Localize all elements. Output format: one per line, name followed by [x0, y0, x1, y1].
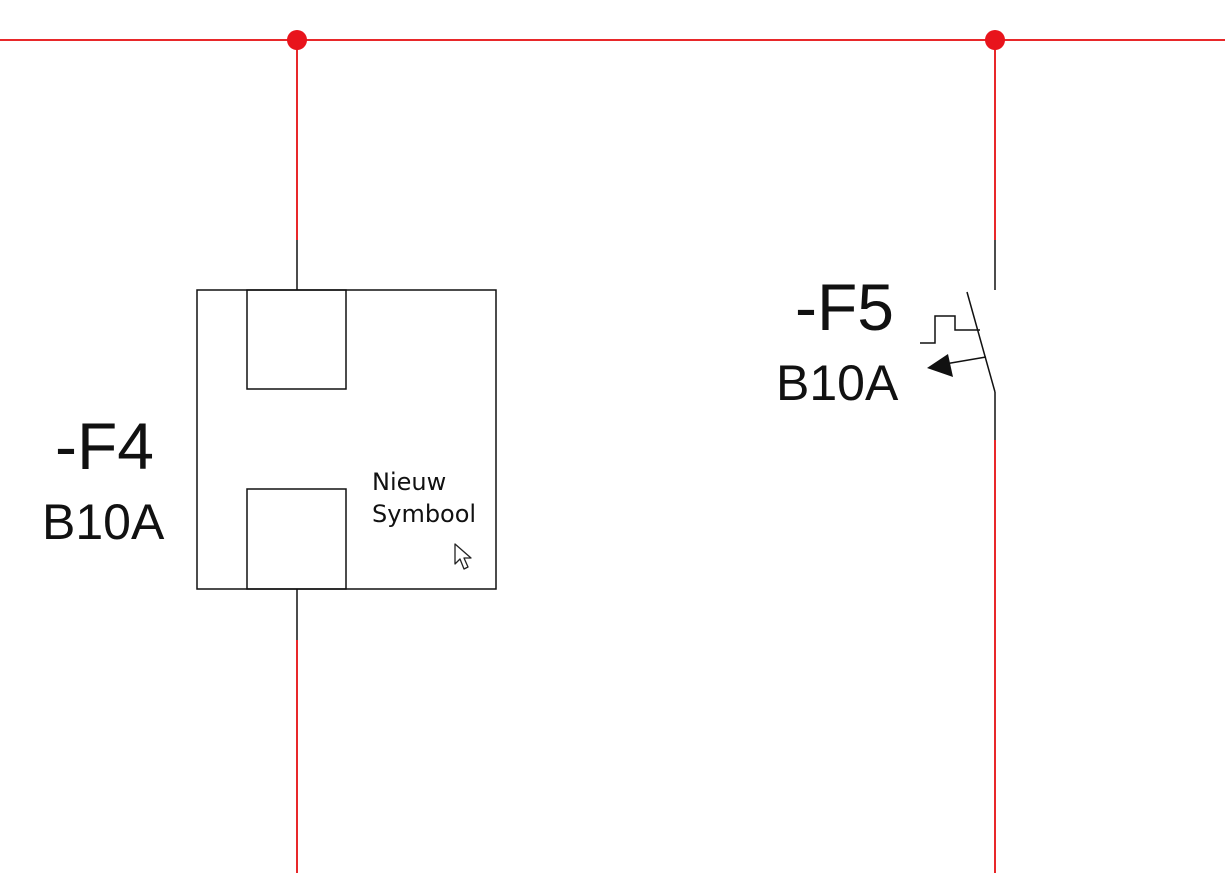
f4-rating-label: B10A: [42, 494, 165, 550]
f5-breaker-symbol[interactable]: [920, 240, 996, 440]
junction-dot-f5[interactable]: [985, 30, 1005, 50]
f5-tag-label: -F5: [795, 270, 894, 344]
f5-rating-label: B10A: [776, 355, 899, 411]
f5-magnetic-trip-line: [944, 356, 987, 365]
f5-switch-blade: [966, 291, 996, 393]
f4-symbol-caption-line1: Nieuw: [372, 468, 446, 496]
f4-bottom-pin-box: [246, 488, 347, 590]
f4-symbol-caption-line2: Symbool: [372, 500, 476, 528]
junction-dot-f4[interactable]: [287, 30, 307, 50]
mouse-pointer-icon: [454, 543, 472, 570]
f5-thermal-trip-mark: [920, 315, 980, 344]
f5-trip-arrowhead-icon: [927, 354, 953, 377]
f4-top-pin-box: [246, 289, 347, 390]
f4-new-symbol[interactable]: [196, 240, 497, 640]
f4-tag-label: -F4: [55, 409, 154, 483]
